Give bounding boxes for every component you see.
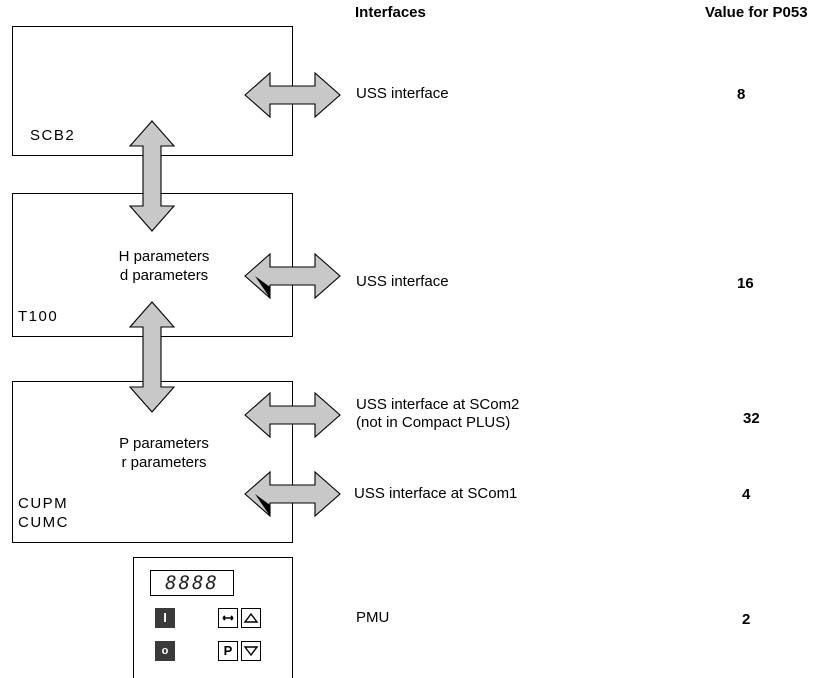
cu-params: P parameters r parameters xyxy=(119,435,209,471)
raise-key[interactable] xyxy=(241,608,261,628)
value-scb2: 8 xyxy=(737,86,746,103)
interface-label-scb2: USS interface xyxy=(356,85,449,102)
double-arrow-scb2-t100 xyxy=(128,120,176,232)
reverse-key[interactable] xyxy=(218,608,238,628)
triangle-down-icon xyxy=(243,646,259,657)
interface-label-pmu: PMU xyxy=(356,609,390,626)
cu-label: CUPM CUMC xyxy=(18,495,69,531)
p-key[interactable]: P xyxy=(218,641,238,661)
t100-params: H parameters d parameters xyxy=(118,248,210,284)
value-header: Value for P053 xyxy=(705,4,808,21)
value-t100: 16 xyxy=(737,275,754,292)
triangle-up-icon xyxy=(243,612,259,623)
seven-segment-display: 8888 xyxy=(150,570,234,596)
interfaces-header: Interfaces xyxy=(355,4,426,21)
interface-label-scom2: USS interface at SCom2 (not in Compact P… xyxy=(356,396,520,431)
lower-key[interactable] xyxy=(241,641,261,661)
on-key[interactable]: I xyxy=(155,608,175,628)
double-arrow-t100-uss xyxy=(244,252,341,300)
double-arrow-scom2 xyxy=(244,391,341,439)
arrow-shadow-t100 xyxy=(255,276,270,298)
value-scom2: 32 xyxy=(743,410,760,427)
double-arrow-scb2-uss xyxy=(244,71,341,119)
pmu-panel: 8888 I o P xyxy=(133,557,293,678)
interface-label-t100: USS interface xyxy=(356,273,449,290)
value-pmu: 2 xyxy=(742,611,751,628)
t100-label: T100 xyxy=(18,308,59,325)
interface-label-scom1: USS interface at SCom1 xyxy=(354,485,518,502)
value-scom1: 4 xyxy=(742,486,751,503)
off-key[interactable]: o xyxy=(155,641,175,661)
double-arrow-scom1 xyxy=(244,470,341,518)
reverse-arrows-icon xyxy=(222,615,234,621)
scb2-label: SCB2 xyxy=(30,127,76,144)
arrow-shadow-scom1 xyxy=(255,494,270,516)
double-arrow-t100-cu xyxy=(128,301,176,413)
